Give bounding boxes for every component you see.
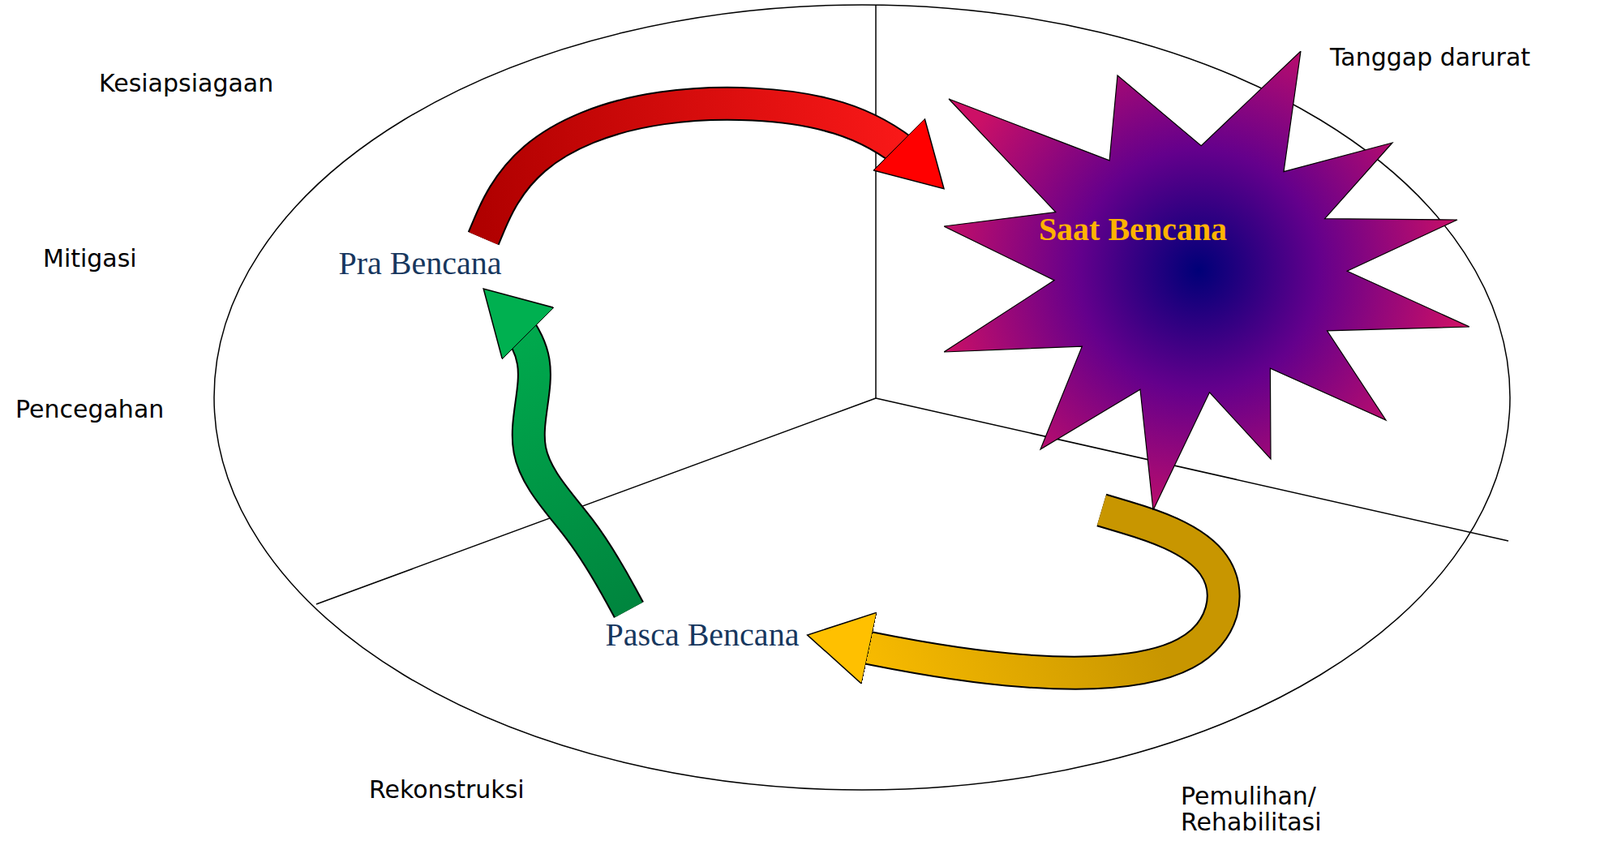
arrow-outline (483, 288, 629, 610)
event-title: Saat Bencana (1038, 210, 1227, 249)
stage-label: Tanggap darurat (1329, 44, 1531, 71)
stage-label: Pemulihan/ Rehabilitasi (1180, 783, 1356, 837)
phase-arrow (483, 103, 944, 239)
phase-arrow (483, 288, 629, 610)
arrow-outline (483, 103, 944, 239)
arrow-body (483, 103, 944, 239)
phase-arrow (807, 510, 1224, 674)
stage-label: Mitigasi (42, 245, 138, 272)
sector-divider (875, 4, 877, 399)
star-shape (943, 51, 1470, 511)
star-outline (943, 51, 1470, 511)
arrow-body (807, 510, 1224, 674)
cycle-ellipse (214, 4, 1510, 790)
stage-label: Pencegahan (15, 396, 164, 423)
phase-title: Pra Bencana (330, 238, 511, 289)
arrow-body (483, 288, 629, 610)
phase-region: Pasca Bencana (597, 609, 808, 661)
arrow-outline (807, 510, 1224, 674)
phase-region: Pra Bencana (330, 238, 511, 289)
stage-label: Rekonstruksi (368, 776, 525, 803)
stage-label: Kesiapsiagaan (98, 70, 274, 97)
event-star: Saat Bencana (943, 51, 1470, 511)
phase-title: Pasca Bencana (597, 609, 808, 661)
